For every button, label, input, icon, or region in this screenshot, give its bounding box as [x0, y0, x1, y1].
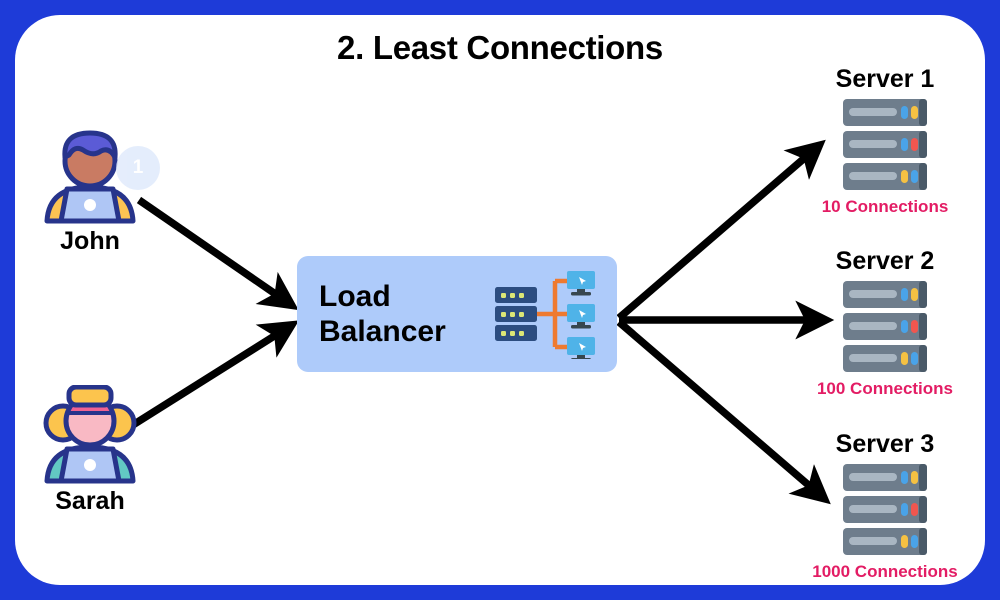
server-title: Server 2 [835, 247, 935, 275]
actor-name-sarah: Sarah [55, 487, 125, 515]
diagram-panel: 2. Least Connections [15, 15, 985, 585]
server-group-1: Server 1 [770, 65, 985, 217]
badge-request-1: 1 [116, 146, 160, 190]
server-rack-icon [835, 97, 935, 193]
page-title: 2. Least Connections [337, 29, 663, 66]
arrow-john-to-load-balancer [136, 196, 299, 311]
server-rack-icon [835, 279, 935, 375]
server-connections-count: 10 Connections [821, 197, 949, 216]
server-title: Server 1 [835, 65, 935, 93]
load-balancer-box[interactable]: Load Balancer [297, 256, 617, 372]
server-group-3: Server 3 [770, 430, 985, 582]
server-connections-count: 1000 Connections [812, 562, 958, 581]
actor-name-john: John [60, 227, 120, 255]
server-title: Server 3 [835, 430, 935, 458]
actor-sarah: Sarah [30, 384, 150, 516]
server-connections-count: 100 Connections [816, 379, 954, 398]
server-rack-icon [835, 462, 935, 558]
load-balancer-label: Load Balancer [319, 279, 446, 348]
person-laptop-icon [35, 125, 145, 225]
person-laptop-icon [35, 384, 145, 485]
load-balancer-network-icon [489, 269, 599, 362]
server-group-2: Server 2 [770, 247, 985, 399]
actor-john: John [30, 125, 150, 256]
